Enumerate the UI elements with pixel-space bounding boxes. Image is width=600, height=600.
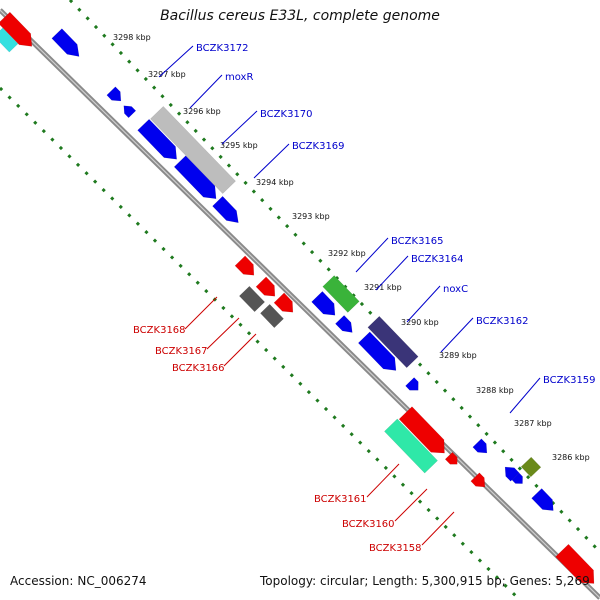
topology-label: Topology: — [260, 574, 317, 588]
gene-label-leader — [221, 110, 258, 145]
gene-label-leader — [223, 333, 257, 367]
gene-label-leader — [253, 143, 290, 179]
gene-label-leader — [189, 74, 223, 109]
gene-label-upper: noxC — [443, 284, 468, 295]
topology-value: circular — [319, 574, 365, 588]
cds-bczk3162 — [357, 331, 397, 371]
gene-label-lower: BCZK3166 — [172, 363, 225, 374]
tick-label: 3298 kbp — [113, 33, 151, 42]
tick-label: 3293 kbp — [292, 212, 330, 221]
cds-noxc-navy — [367, 315, 419, 369]
gene-label-leader — [206, 317, 240, 350]
gene-label-lower: BCZK3161 — [314, 494, 367, 505]
cds-bczk3164b — [335, 315, 353, 333]
gene-label-leader — [406, 285, 441, 323]
tick-label: 3286 kbp — [552, 453, 590, 462]
gene-label-upper: BCZK3159 — [543, 375, 596, 386]
cds-bczk3159-olive — [520, 456, 542, 478]
gene-label-leader — [394, 488, 428, 522]
cds-small-6 — [511, 472, 523, 484]
gene-label-leader — [509, 377, 541, 414]
gene-label-upper: BCZK3165 — [391, 236, 444, 247]
accession-label: Accession: — [10, 574, 74, 588]
cds-top-left-cyan — [0, 27, 19, 53]
cds-small-4 — [472, 438, 488, 454]
cds-top-left-red — [0, 11, 33, 47]
gene-label-leader — [366, 463, 400, 498]
cds-bczk3165 — [322, 275, 360, 313]
tick-label: 3291 kbp — [364, 283, 402, 292]
gene-label-upper: moxR — [225, 72, 253, 83]
genome-summary: Topology: circular; Length: 5,300,915 bp… — [260, 574, 590, 588]
map-title: Bacillus cereus E33L, complete genome — [160, 8, 440, 24]
cds-small-red-1 — [444, 451, 458, 465]
gene-label-leader — [421, 511, 455, 546]
gene-label-lower: BCZK3168 — [133, 325, 186, 336]
genes-label: Genes: — [509, 574, 552, 588]
cds-bczk3172 — [51, 28, 80, 57]
tick-label: 3287 kbp — [514, 419, 552, 428]
cds-bczk3161 — [398, 406, 445, 454]
cds-small-red-2 — [470, 472, 486, 488]
lower-tick-track — [0, 86, 522, 600]
gene-label-upper: BCZK3169 — [292, 141, 345, 152]
cds-moxr-grey — [150, 106, 236, 194]
cds-small-1 — [106, 86, 122, 102]
tick-label: 3290 kbp — [401, 318, 439, 327]
accession-info: Accession:NC_006274 — [10, 574, 147, 588]
gene-label-leader — [184, 296, 218, 330]
gene-label-lower: BCZK3160 — [342, 519, 395, 530]
cds-bczk3159 — [531, 488, 554, 511]
accession-value: NC_006274 — [77, 574, 147, 588]
tick-label: 3296 kbp — [183, 107, 221, 116]
gene-label-lower: BCZK3167 — [155, 346, 208, 357]
cds-bczk3170 — [137, 118, 177, 160]
gene-label-upper: BCZK3162 — [476, 316, 529, 327]
gene-label-upper: BCZK3170 — [260, 109, 313, 120]
cds-bczk3167-red-b — [273, 292, 294, 313]
cds-bczk3167-red-a — [255, 276, 276, 297]
gene-label-leader — [440, 317, 474, 353]
gene-label-lower: BCZK3158 — [369, 543, 422, 554]
gene-label-leader — [375, 255, 409, 291]
gene-label-leader — [158, 45, 194, 78]
tick-label: 3294 kbp — [256, 178, 294, 187]
tick-label: 3295 kbp — [220, 141, 258, 150]
tick-label: 3288 kbp — [476, 386, 514, 395]
genome-backbone-highlight — [0, 9, 600, 599]
cds-small-3 — [405, 377, 419, 391]
cds-bczk3169 — [173, 155, 217, 199]
cds-small-2 — [123, 105, 137, 119]
gene-label-upper: BCZK3164 — [411, 254, 464, 265]
upper-tick-track — [68, 0, 600, 554]
tick-label: 3289 kbp — [439, 351, 477, 360]
cds-bczk3164 — [311, 291, 336, 316]
cds-bczk3168 — [234, 255, 255, 276]
genes-value: 5,269 — [555, 574, 590, 588]
tick-label: 3292 kbp — [328, 249, 366, 258]
cds-bczk3169b — [212, 195, 239, 224]
cds-bczk3160-mint — [384, 418, 438, 474]
gene-label-upper: BCZK3172 — [196, 43, 249, 54]
gene-label-leader — [355, 237, 389, 273]
cds-bczk3158 — [555, 543, 595, 584]
cds-bczk3167-grey — [238, 285, 266, 313]
cds-bczk3166-grey — [260, 303, 284, 329]
length-value: 5,300,915 bp — [421, 574, 502, 588]
tick-label: 3297 kbp — [148, 70, 186, 79]
length-label: Length: — [372, 574, 418, 588]
